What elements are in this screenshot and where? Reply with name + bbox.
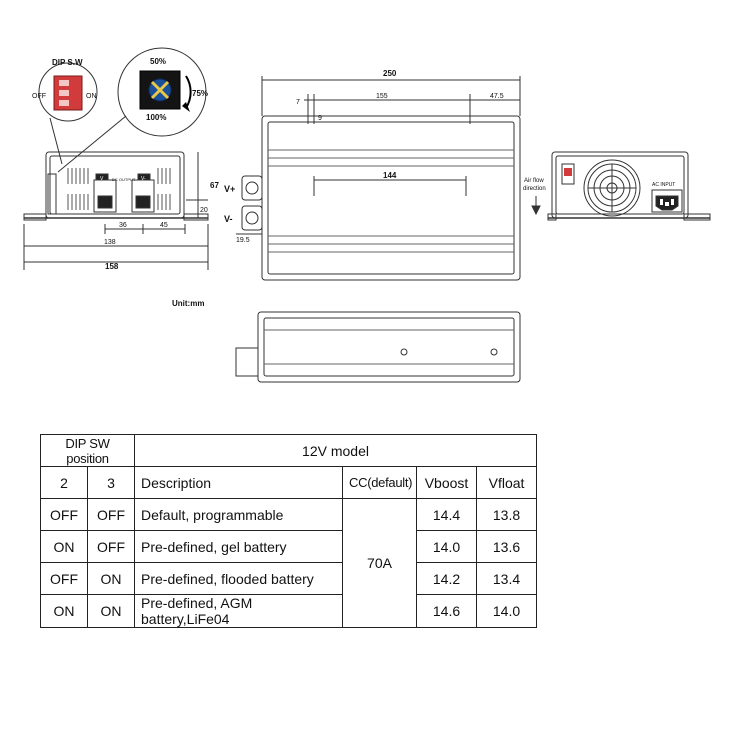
model-header: 12V model <box>134 434 538 467</box>
dc-output-label: DC OUTPUT <box>112 177 136 182</box>
table-row: OFF OFF Default, programmable 70A 14.4 1… <box>40 498 538 628</box>
knob-50-label: 50% <box>150 57 166 66</box>
col-desc-header: Description <box>134 466 344 499</box>
row-desc: Pre-defined, flooded battery <box>134 562 344 595</box>
dim-7: 7 <box>296 99 300 106</box>
row-sw3: ON <box>86 562 136 595</box>
side-view-body <box>257 311 521 383</box>
airflow-label-2: direction <box>523 186 546 192</box>
row-vfloat: 13.6 <box>476 530 538 563</box>
row-sw2: ON <box>40 530 88 563</box>
dip-sw-header: DIP SW position <box>39 434 136 467</box>
table-row: ON ON Pre-defined, AGM battery,LiFe04 14… <box>40 594 538 628</box>
airflow-label: Air flow <box>524 178 544 184</box>
table-header-row: DIP SW position 12V model <box>39 434 538 467</box>
cc-value: 70A <box>342 498 418 628</box>
dim-9: 9 <box>318 115 322 122</box>
dip-off-label: OFF <box>32 93 46 100</box>
output-terminal-minus <box>241 205 263 231</box>
dim-20: 20 <box>200 207 208 214</box>
top-view-body <box>261 115 521 281</box>
dim-19-5: 19.5 <box>236 237 250 244</box>
row-vboost: 14.4 <box>416 498 478 531</box>
ac-input-socket <box>651 189 683 213</box>
row-sw2: ON <box>40 594 88 628</box>
mechanical-drawing: DIP S.W OFF ON 50% 75% 100% 250 7 155 47… <box>23 47 711 383</box>
row-sw3: OFF <box>86 530 136 563</box>
row-vboost: 14.6 <box>416 594 478 628</box>
dim-36: 36 <box>119 222 127 229</box>
spec-table: DIP SW position 12V model 2 3 Descriptio… <box>39 434 538 628</box>
row-vfloat: 14.0 <box>476 594 538 628</box>
knob-75-label: 75% <box>192 89 208 98</box>
table-row: ON OFF Pre-defined, gel battery 14.0 13.… <box>40 530 538 563</box>
dim-45: 45 <box>160 222 168 229</box>
row-desc: Default, programmable <box>134 498 344 531</box>
row-sw2: OFF <box>40 498 88 531</box>
row-vfloat: 13.8 <box>476 498 538 531</box>
col-vfloat-header: Vfloat <box>476 466 538 499</box>
table-row: OFF ON Pre-defined, flooded battery 14.2… <box>40 562 538 595</box>
row-desc: Pre-defined, gel battery <box>134 530 344 563</box>
dim-158: 158 <box>105 262 119 271</box>
dim-250: 250 <box>383 69 397 78</box>
col-3-header: 3 <box>86 466 136 499</box>
v-minus-label: V- <box>224 214 233 224</box>
dim-47-5: 47.5 <box>490 93 504 100</box>
output-terminal-plus <box>241 175 263 201</box>
dim-138: 138 <box>104 239 116 246</box>
dip-title: DIP S.W <box>52 58 83 67</box>
terminal-v-label: V <box>100 176 104 182</box>
terminal-vm-label: V- <box>141 176 146 182</box>
col-2-header: 2 <box>40 466 88 499</box>
row-vboost: 14.2 <box>416 562 478 595</box>
col-vboost-header: Vboost <box>416 466 478 499</box>
row-sw2: OFF <box>40 562 88 595</box>
dip-on-label: ON <box>86 93 97 100</box>
unit-label: Unit:mm <box>172 299 204 308</box>
row-desc: Pre-defined, AGM battery,LiFe04 <box>134 594 344 628</box>
col-cc-header: CC(default) <box>342 466 418 499</box>
row-vfloat: 13.4 <box>476 562 538 595</box>
row-sw3: OFF <box>86 498 136 531</box>
row-vboost: 14.0 <box>416 530 478 563</box>
ac-input-label: AC INPUT <box>652 182 675 188</box>
v-plus-label: V+ <box>224 184 235 194</box>
dim-144: 144 <box>383 171 397 180</box>
fan-icon <box>583 159 641 217</box>
dim-155: 155 <box>376 93 388 100</box>
dim-67: 67 <box>210 181 219 190</box>
airflow-arrow-icon <box>531 205 541 216</box>
table-subheader-row: 2 3 Description CC(default) Vboost Vfloa… <box>40 466 538 499</box>
row-sw3: ON <box>86 594 136 628</box>
knob-100-label: 100% <box>146 113 166 122</box>
